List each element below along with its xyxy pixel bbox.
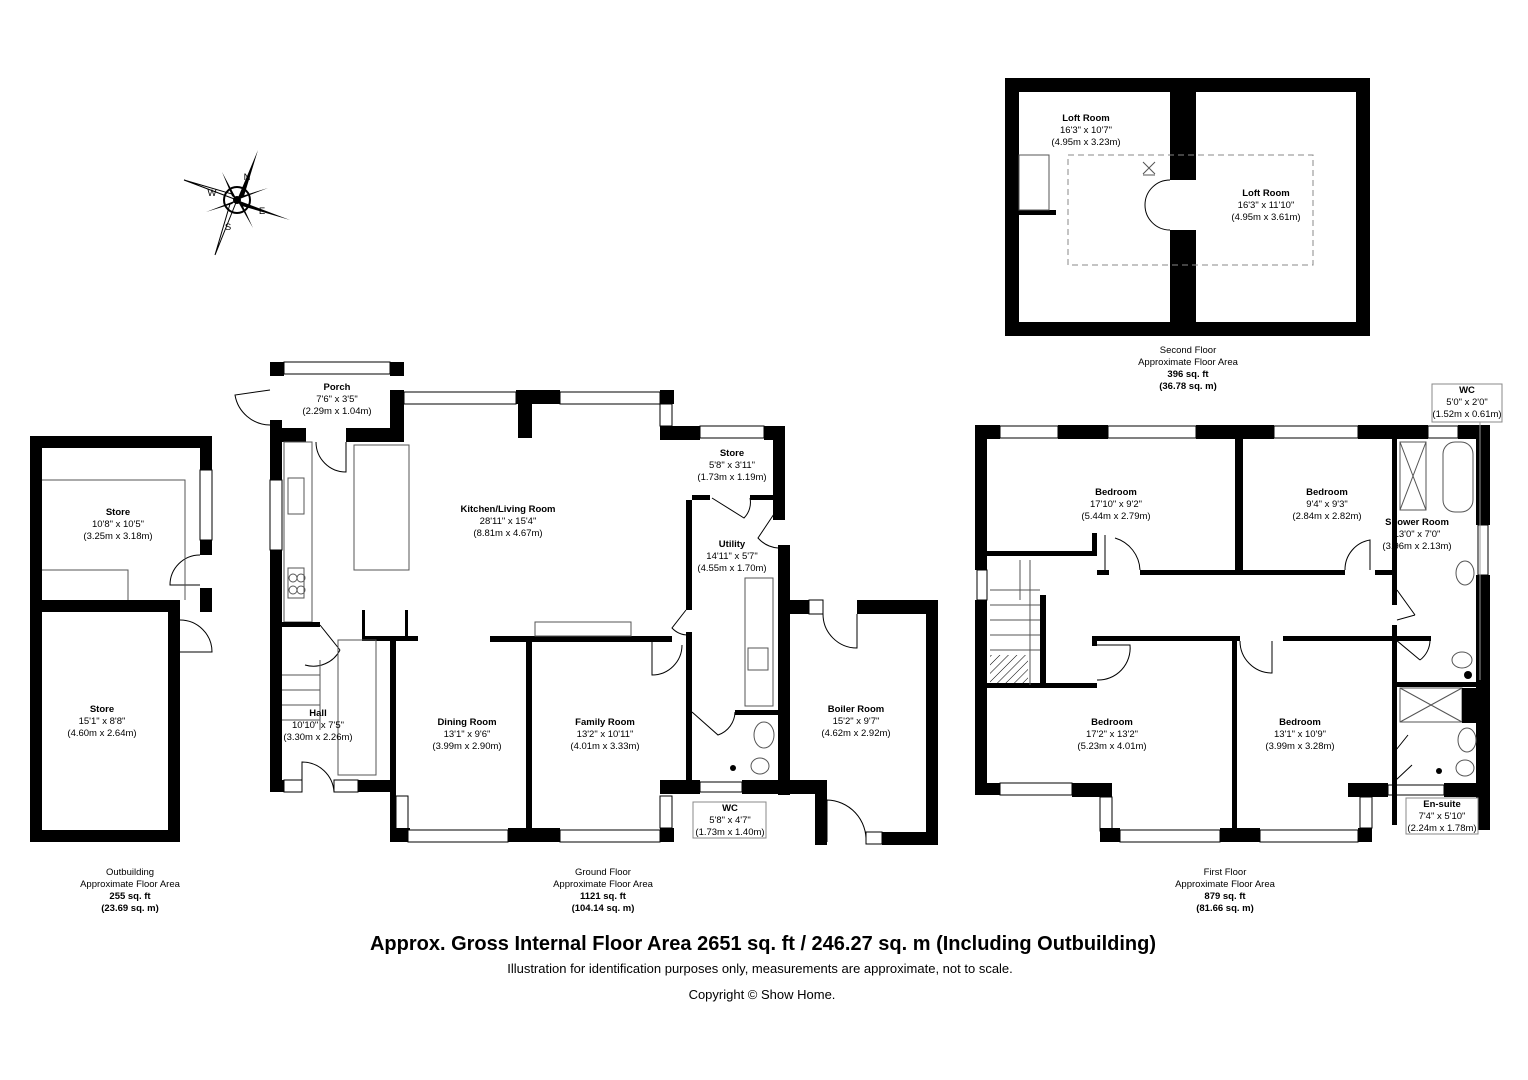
total-floor-area: Approx. Gross Internal Floor Area 2651 s… — [370, 933, 1156, 955]
compass-w: W — [208, 188, 217, 199]
compass-s: S — [225, 222, 231, 233]
compass-n: N — [244, 172, 251, 183]
compass-icon: N E S W — [183, 150, 290, 256]
disclaimer: Illustration for identification purposes… — [507, 961, 1013, 976]
compass-e: E — [259, 206, 265, 217]
copyright: Copyright © Show Home. — [689, 987, 836, 1002]
